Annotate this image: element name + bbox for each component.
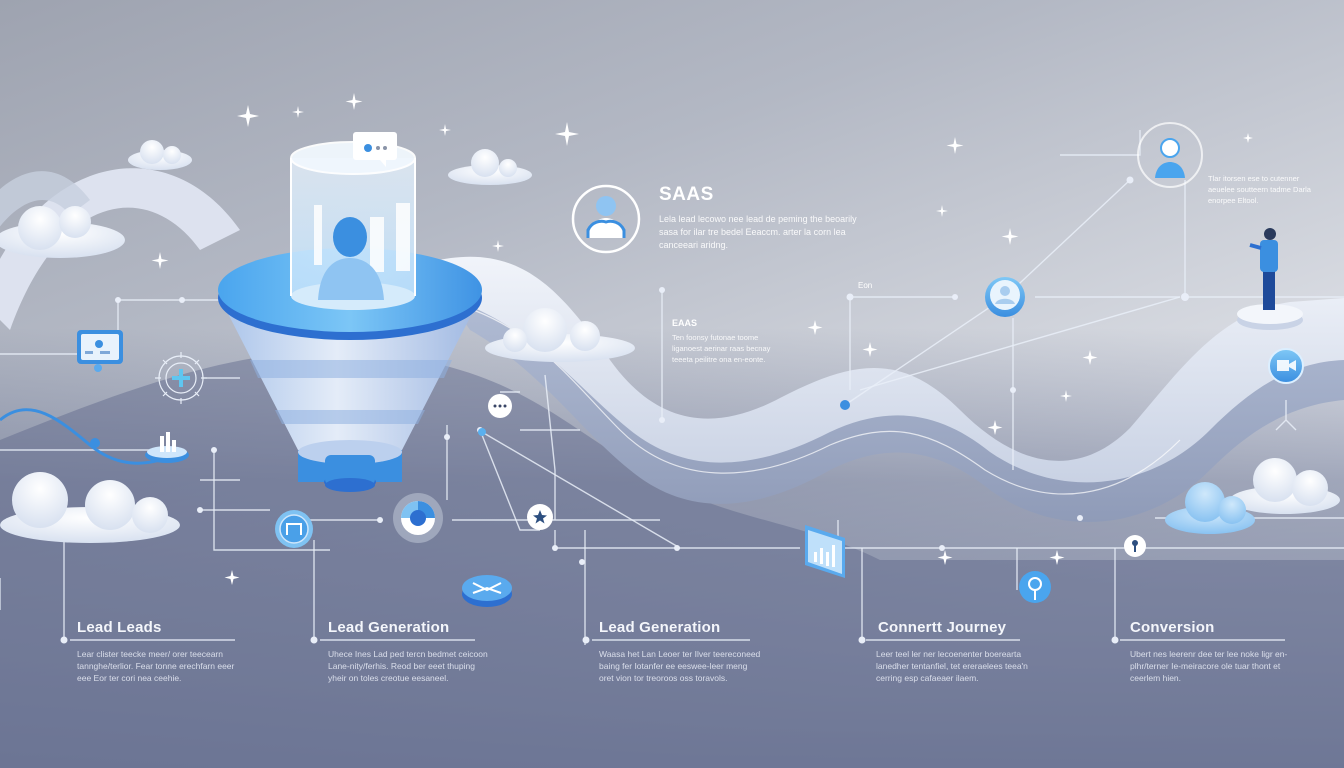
cloud-icon xyxy=(448,149,532,185)
plus-target-icon xyxy=(155,352,240,404)
step-description-4: Leer teel ler ner lecoenenter boerearta … xyxy=(876,649,1028,683)
chat-bubble-icon xyxy=(353,132,397,167)
sparkle-icon xyxy=(151,93,1253,585)
bar-chart-icon xyxy=(314,203,410,272)
analytics-panel-icon xyxy=(805,525,845,578)
video-badge-icon xyxy=(1268,348,1304,384)
dashboard-card-icon xyxy=(77,330,123,372)
blue-swoosh xyxy=(0,408,176,465)
step-title-4: Connertt Journey xyxy=(878,619,1007,636)
path-marker xyxy=(478,428,486,436)
callout-description: Ten foonsy futonae toome liganoest aerin… xyxy=(672,333,771,364)
step-description-3: Waasa het Lan Leoer ter Ilver teereconee… xyxy=(599,649,761,683)
header-description: Lela lead lecowo nee lead de peming the … xyxy=(659,214,857,250)
key-icon xyxy=(1124,535,1146,557)
user-avatar-icon xyxy=(318,217,384,300)
cloud-icon xyxy=(485,308,635,362)
cloud-icon xyxy=(0,206,125,258)
journey-path xyxy=(430,256,1344,523)
step-description-2: Uhece Ines Lad ped tercn bedmet ceicoon … xyxy=(328,649,488,683)
top-right-note: Tlar itorsen ese to cutenner aeuelee sou… xyxy=(1208,174,1311,205)
handshake-disc-icon xyxy=(462,575,512,607)
star-icon xyxy=(527,504,553,530)
message-dots-icon xyxy=(488,394,512,418)
user-avatar-icon xyxy=(985,277,1025,317)
path-marker xyxy=(840,400,850,410)
cloud-icon xyxy=(128,140,192,170)
pie-chart-icon xyxy=(393,493,443,543)
cloud-icon xyxy=(0,472,180,543)
header-title: SAAS xyxy=(659,184,714,205)
connector-dots xyxy=(60,176,1189,644)
location-pin-icon xyxy=(1019,571,1051,603)
user-avatar-icon xyxy=(1137,122,1203,188)
cloud-icon xyxy=(1230,458,1340,514)
step-title-3: Lead Generation xyxy=(599,619,721,636)
left-arch-ribbon xyxy=(0,168,240,330)
step-title-1: Lead Leads xyxy=(77,619,162,636)
glass-cylinder xyxy=(290,141,416,310)
cloud-icon xyxy=(1165,482,1255,534)
funnel-icon xyxy=(218,248,482,492)
step-description-1: Lear clister teecke meer/ orer teecearn … xyxy=(77,649,235,683)
step-description-5: Ubert nes leerenr dee ter lee noke ligr … xyxy=(1130,649,1288,683)
node-tag: Eon xyxy=(858,281,873,290)
step-title-5: Conversion xyxy=(1130,619,1215,636)
link-badge-icon xyxy=(275,510,313,548)
callout-title: EAAS xyxy=(672,318,698,328)
person-figure-icon xyxy=(1237,228,1303,330)
city-platform-icon xyxy=(145,432,189,463)
user-avatar-icon xyxy=(571,184,641,254)
step-title-2: Lead Generation xyxy=(328,619,450,636)
connector-lines xyxy=(0,130,1344,645)
